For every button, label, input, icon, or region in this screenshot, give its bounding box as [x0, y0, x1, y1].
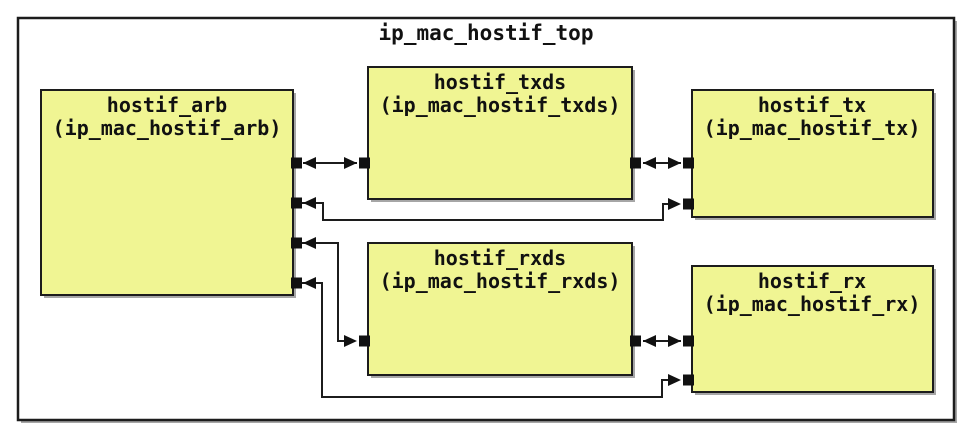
block-hostif-rxds-rect: [367, 242, 633, 376]
connection-ports: [291, 157, 694, 386]
block-hostif-arb-instance: (ip_mac_hostif_arb): [53, 116, 282, 140]
block-hostif-tx-rect: [691, 89, 934, 218]
port-arb-3: [291, 237, 302, 249]
arrow-into-tx-upper-icon: [668, 157, 681, 169]
port-arb-2: [291, 197, 302, 209]
arrow-into-arb-1-icon: [303, 157, 316, 169]
block-hostif-txds-name: hostif_txds: [434, 70, 566, 94]
block-hostif-rx-instance: (ip_mac_hostif_rx): [704, 292, 921, 316]
wire-arb-rx: [302, 282, 668, 398]
arrow-into-arb-4-icon: [303, 277, 316, 289]
block-hostif-rx-rect: [691, 265, 934, 393]
wire-arb-rxds: [302, 242, 344, 342]
port-rx-lower: [683, 374, 694, 386]
arrow-into-txds-right-icon: [643, 157, 656, 169]
block-hostif-rx: hostif_rx (ip_mac_hostif_rx): [691, 265, 936, 395]
port-rx-upper: [683, 335, 694, 347]
block-hostif-tx-name: hostif_tx: [758, 93, 866, 117]
port-rxds-right: [630, 335, 641, 347]
block-hostif-arb: hostif_arb (ip_mac_hostif_arb): [40, 89, 296, 298]
block-hostif-tx-instance: (ip_mac_hostif_tx): [704, 116, 921, 140]
diagram-title: ip_mac_hostif_top: [379, 21, 594, 45]
arrow-into-txds-left-icon: [344, 157, 357, 169]
arrow-into-rx-lower-icon: [668, 374, 681, 386]
port-tx-upper: [683, 157, 694, 169]
arrow-into-rxds-left-icon: [344, 335, 357, 347]
arrow-into-arb-3-icon: [303, 237, 316, 249]
arrowheads: [303, 157, 681, 386]
block-hostif-rx-name: hostif_rx: [758, 269, 866, 293]
port-arb-4: [291, 277, 302, 289]
block-hostif-rxds-instance: (ip_mac_hostif_rxds): [380, 269, 621, 293]
block-hostif-rxds: hostif_rxds (ip_mac_hostif_rxds): [367, 242, 635, 378]
block-hostif-txds: hostif_txds (ip_mac_hostif_txds): [367, 66, 635, 202]
block-hostif-txds-rect: [367, 66, 633, 200]
arrow-into-tx-lower-icon: [668, 198, 681, 210]
port-txds-left: [359, 157, 370, 169]
block-hostif-txds-instance: (ip_mac_hostif_txds): [380, 93, 621, 117]
connection-wires: [302, 162, 681, 398]
block-hostif-rxds-name: hostif_rxds: [434, 246, 566, 270]
port-txds-right: [630, 157, 641, 169]
block-hostif-arb-rect: [40, 89, 294, 296]
port-tx-lower: [683, 198, 694, 210]
block-hostif-tx: hostif_tx (ip_mac_hostif_tx): [691, 89, 936, 220]
block-hostif-arb-name: hostif_arb: [107, 93, 227, 117]
wire-arb-tx: [302, 202, 668, 221]
arrow-into-rxds-right-icon: [643, 335, 656, 347]
port-rxds-left: [359, 335, 370, 347]
arrow-into-rx-upper-icon: [668, 335, 681, 347]
arrow-into-arb-2-icon: [303, 197, 316, 209]
port-arb-1: [291, 157, 302, 169]
